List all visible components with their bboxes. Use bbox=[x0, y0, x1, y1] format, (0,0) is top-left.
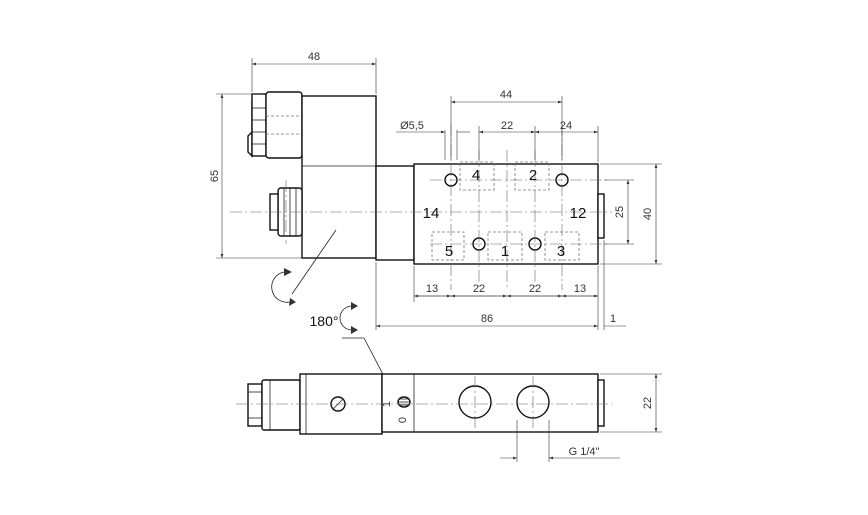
svg-text:65: 65 bbox=[209, 170, 221, 182]
svg-text:24: 24 bbox=[560, 120, 572, 132]
dimension-body-length-86: 86 bbox=[375, 262, 598, 330]
dimension-overall-height: 65 bbox=[209, 93, 302, 259]
connector-plug bbox=[247, 91, 303, 159]
dimension-thread: G 1/4" bbox=[500, 420, 620, 462]
override-label-off: 0 bbox=[397, 417, 409, 423]
dimension-side-height-22: 22 bbox=[600, 373, 662, 433]
port-label-1: 1 bbox=[501, 243, 509, 260]
svg-text:40: 40 bbox=[642, 208, 654, 220]
port-label-2: 2 bbox=[529, 167, 537, 184]
solenoid-stem bbox=[375, 165, 415, 261]
svg-text:86: 86 bbox=[481, 313, 493, 325]
svg-text:22: 22 bbox=[501, 120, 513, 132]
rotation-arrow-top bbox=[271, 268, 296, 306]
svg-text:13: 13 bbox=[426, 283, 438, 295]
port-label-4: 4 bbox=[472, 167, 480, 184]
svg-text:13: 13 bbox=[574, 283, 586, 295]
dimension-coil-width: 48 bbox=[251, 51, 377, 94]
rotation-180-label: 180° bbox=[310, 313, 339, 329]
svg-text:22: 22 bbox=[529, 283, 541, 295]
side-view: 1 0 bbox=[236, 373, 612, 435]
dimension-port-row-25: 25 bbox=[604, 179, 634, 245]
port-label-3: 3 bbox=[557, 243, 565, 260]
dimension-end-gap-1: 1 bbox=[603, 240, 626, 330]
svg-text:22: 22 bbox=[473, 283, 485, 295]
dimension-top-offset-24: 24 bbox=[535, 120, 599, 162]
dimension-body-height-40: 40 bbox=[600, 163, 662, 265]
svg-text:Ø5,5: Ø5,5 bbox=[400, 120, 424, 132]
port-label-5: 5 bbox=[445, 243, 453, 260]
dimension-bottom-chain: 13 22 22 13 bbox=[413, 266, 599, 330]
svg-text:1: 1 bbox=[610, 313, 616, 325]
svg-text:G 1/4": G 1/4" bbox=[569, 446, 600, 458]
dimension-hole-spacing-44: 44 bbox=[450, 89, 563, 160]
port-label-12: 12 bbox=[570, 205, 587, 222]
top-view: 4 2 14 12 5 1 3 bbox=[230, 91, 612, 295]
svg-text:25: 25 bbox=[614, 206, 626, 218]
svg-text:48: 48 bbox=[308, 51, 320, 63]
svg-text:44: 44 bbox=[500, 89, 512, 101]
dimension-port-spacing-22: 22 bbox=[478, 120, 536, 160]
svg-text:22: 22 bbox=[642, 397, 654, 409]
port-label-14: 14 bbox=[423, 205, 440, 222]
coil-housing bbox=[301, 95, 377, 259]
dimension-hole-diameter: Ø5,5 bbox=[396, 120, 470, 160]
